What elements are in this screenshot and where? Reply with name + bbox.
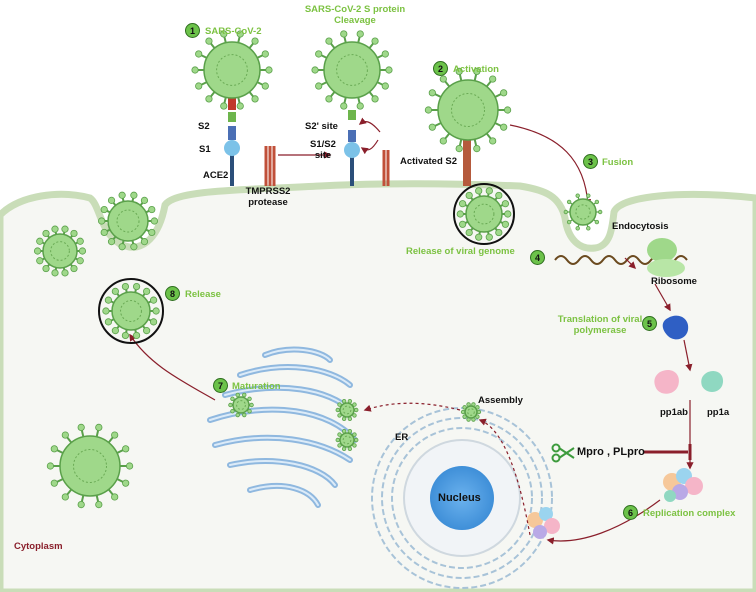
virus-icon bbox=[335, 429, 359, 451]
nucleus bbox=[430, 466, 494, 530]
virus-icon bbox=[46, 423, 134, 509]
step-label-maturation: Maturation bbox=[232, 381, 281, 392]
endoplasmic-reticulum bbox=[371, 407, 553, 589]
activated-s2-label: Activated S2 bbox=[400, 156, 458, 167]
s1s2-site-label: S1/S2 site bbox=[310, 139, 336, 161]
step-badge-3: 3 bbox=[583, 154, 598, 169]
step-label-translation: Translation of viral polymerase bbox=[557, 314, 643, 336]
pp1a-label: pp1a bbox=[707, 407, 730, 418]
virus-icon bbox=[424, 67, 512, 153]
step-label-activation: Activation bbox=[453, 64, 499, 75]
virus-icon bbox=[228, 392, 254, 418]
ribosome-label: Ribosome bbox=[651, 276, 697, 287]
step-badge-2: 2 bbox=[433, 61, 448, 76]
step-label-sarscov2: SARS-CoV-2 bbox=[205, 26, 262, 37]
step-label-replication: Replication complex bbox=[643, 508, 736, 519]
step-badge-7: 7 bbox=[213, 378, 228, 393]
step-label-fusion: Fusion bbox=[602, 157, 634, 168]
step-badge-4: 4 bbox=[530, 250, 545, 265]
release-vesicle bbox=[98, 278, 164, 344]
virus-icon bbox=[460, 402, 482, 422]
genome-release-vesicle bbox=[453, 183, 515, 245]
tmprss2-label: TMPRSS2 protease bbox=[245, 186, 291, 208]
ace2-label: ACE2 bbox=[203, 170, 229, 181]
step-label-release: Release bbox=[185, 289, 221, 300]
virus-icon bbox=[191, 30, 273, 110]
pp1ab-label: pp1ab bbox=[660, 407, 688, 418]
tmprss2-protease bbox=[264, 146, 390, 186]
scissors-icon bbox=[551, 443, 575, 463]
endocytosis-label: Endocytosis bbox=[612, 221, 669, 232]
s2-label: S2 bbox=[198, 121, 210, 132]
nucleus-label: Nucleus bbox=[438, 492, 481, 504]
step-badge-6: 6 bbox=[623, 505, 638, 520]
cytoplasm-label: Cytoplasm bbox=[14, 541, 63, 552]
virus-icon bbox=[102, 282, 160, 340]
ace2-receptor bbox=[224, 98, 240, 186]
virus-icon bbox=[563, 193, 603, 231]
virus-icon bbox=[311, 30, 393, 110]
s1-label: S1 bbox=[199, 144, 211, 155]
step-badge-8: 8 bbox=[165, 286, 180, 301]
virus-icon bbox=[335, 399, 359, 421]
assembly-label: Assembly bbox=[478, 395, 523, 406]
ace2-receptor-cleaved bbox=[344, 110, 360, 186]
replication-complex-er-icon bbox=[527, 507, 560, 539]
s2-prime-site-label: S2' site bbox=[305, 121, 338, 132]
cell-membrane bbox=[0, 180, 756, 592]
cleavage-title: SARS-CoV-2 S protein Cleavage bbox=[304, 4, 406, 26]
virus-icon bbox=[98, 191, 158, 251]
activated-s2-stalk bbox=[463, 140, 471, 186]
pp1ab-icon bbox=[654, 369, 679, 394]
polymerase-icon bbox=[662, 315, 689, 340]
ribosome-icon bbox=[647, 238, 685, 277]
replication-complex-icon bbox=[663, 468, 703, 502]
pp1a-icon bbox=[701, 370, 724, 392]
er-label: ER bbox=[395, 432, 409, 443]
mpro-plpro-label: Mpro , PLpro bbox=[577, 446, 645, 458]
virus-group bbox=[33, 30, 603, 509]
step-badge-1: 1 bbox=[185, 23, 200, 38]
step-label-release-genome: Release of viral genome bbox=[406, 246, 515, 257]
virus-icon bbox=[33, 225, 87, 277]
step-badge-5: 5 bbox=[642, 316, 657, 331]
virus-icon bbox=[456, 187, 512, 241]
